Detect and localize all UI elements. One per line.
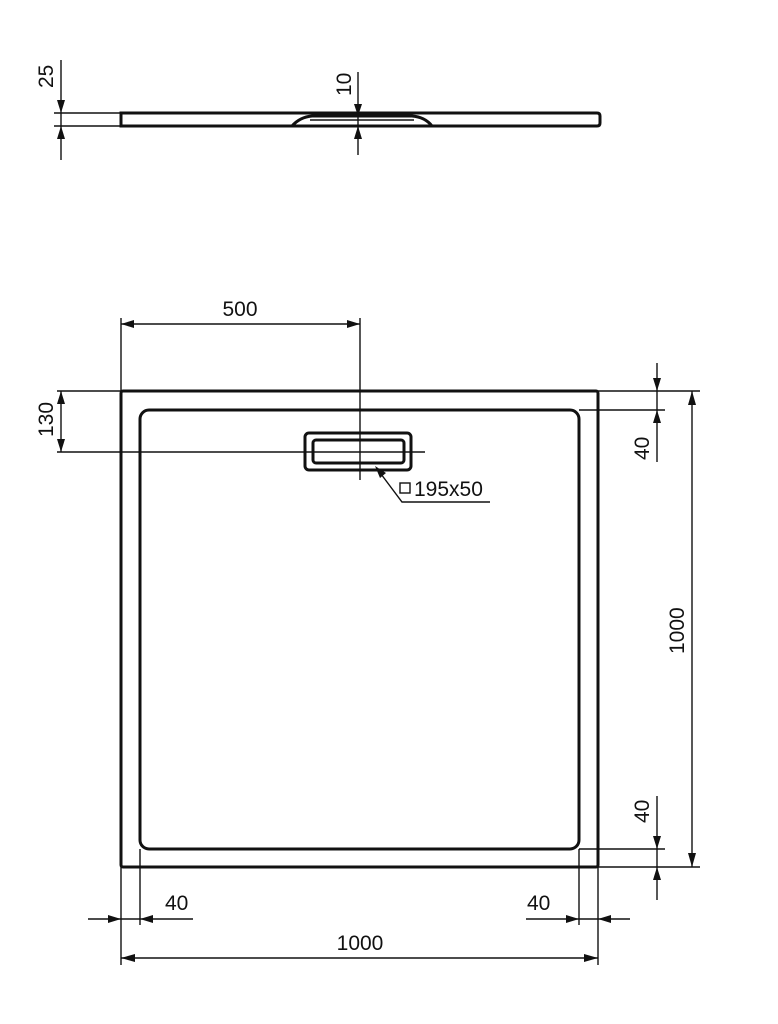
drain-size-leader <box>377 469 490 503</box>
arrow-right-icon <box>566 915 579 923</box>
dim-40-left-label: 40 <box>165 892 188 915</box>
square-icon <box>399 482 411 494</box>
dim-500-label: 500 <box>222 298 257 321</box>
arrow-right-icon <box>584 954 598 962</box>
arrow-down-icon <box>688 853 696 867</box>
dim-1000-vertical-label: 1000 <box>666 607 689 654</box>
arrow-up-icon <box>354 126 362 139</box>
dim-130-label: 130 <box>35 402 58 437</box>
dim-40-right-label: 40 <box>527 892 550 915</box>
arrow-leader-icon <box>375 466 386 478</box>
arrow-left-icon <box>121 320 134 328</box>
dim-10-label: 10 <box>333 73 356 96</box>
arrow-up-icon <box>653 410 661 423</box>
arrow-right-icon <box>108 915 121 923</box>
arrow-down-icon <box>354 104 362 116</box>
plan-view: 500 130 195x50 40 40 1000 <box>35 298 700 965</box>
arrow-up-icon <box>653 867 661 880</box>
arrow-down-icon <box>653 836 661 849</box>
arrow-down-icon <box>653 378 661 391</box>
arrow-right-icon <box>347 320 360 328</box>
arrow-up-icon <box>57 391 65 404</box>
arrow-down-icon <box>57 100 65 113</box>
arrow-up-icon <box>57 126 65 139</box>
dim-1000-horizontal-label: 1000 <box>337 932 384 955</box>
dim-40-top-label: 40 <box>631 437 654 460</box>
arrow-left-icon <box>598 915 611 923</box>
drain-side-profile <box>290 114 434 128</box>
arrow-up-icon <box>688 391 696 405</box>
arrow-left-icon <box>140 915 153 923</box>
arrow-down-icon <box>57 439 65 452</box>
dim-25-label: 25 <box>35 65 58 88</box>
arrow-left-icon <box>121 954 135 962</box>
tray-side-profile <box>119 111 602 128</box>
dim-40-bottom-label: 40 <box>631 800 654 823</box>
side-view: 25 10 <box>35 60 602 160</box>
drain-size-label: 195x50 <box>414 478 483 501</box>
